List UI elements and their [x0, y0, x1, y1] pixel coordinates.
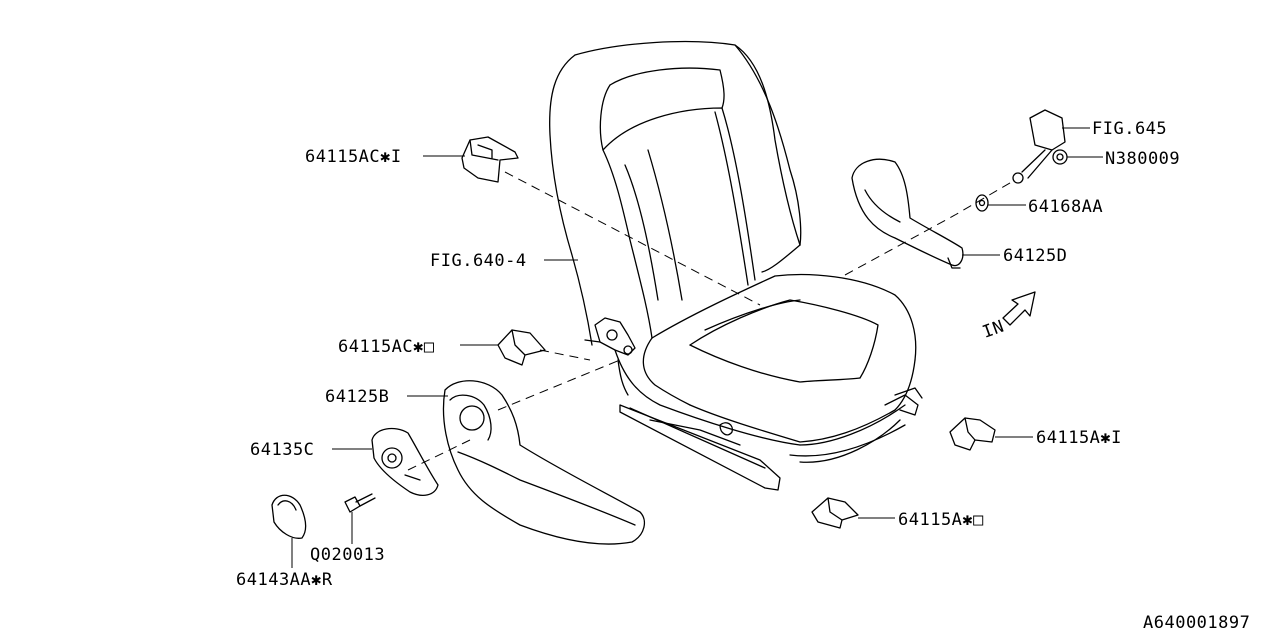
label-64125b: 64125B	[325, 387, 389, 407]
label-n380009: N380009	[1105, 149, 1180, 169]
side-cover-64125b	[442, 380, 646, 545]
label-64115a-o: 64115A✱□	[898, 510, 984, 530]
label-fig-640-4: FIG.640-4	[430, 251, 527, 271]
label-64125d: 64125D	[1003, 246, 1067, 266]
direction-in-arrow	[1002, 291, 1036, 326]
label-64115ac-o: 64115AC✱□	[338, 337, 435, 357]
label-in: IN	[980, 317, 1007, 343]
seat-assembly	[549, 40, 923, 491]
assembly-dashed-lines	[407, 171, 1016, 471]
label-64135c: 64135C	[250, 440, 314, 460]
clip-64115ac-i	[461, 136, 519, 183]
clip-64115ac-o	[497, 329, 546, 366]
clip-64115a-o	[811, 497, 859, 529]
label-fig-645: FIG.645	[1092, 119, 1167, 139]
clip-64115a-i	[949, 417, 996, 451]
side-cover-64125d	[851, 158, 964, 269]
bolt-q020013	[344, 493, 376, 513]
nut-n380009	[1052, 149, 1068, 165]
label-64168aa: 64168AA	[1028, 197, 1103, 217]
cap-64143aa-r	[271, 494, 307, 539]
label-q020013: Q020013	[310, 545, 385, 565]
belt-buckle-fig645	[1012, 109, 1066, 184]
diagram-code: A640001897	[1143, 613, 1250, 633]
washer-64168aa	[975, 194, 989, 212]
label-64143aa-r: 64143AA✱R	[236, 570, 333, 590]
label-64115ac-i: 64115AC✱I	[305, 147, 402, 167]
cover-64135c	[371, 427, 439, 496]
label-64115a-i: 64115A✱I	[1036, 428, 1122, 448]
leader-lines	[291, 127, 1103, 568]
